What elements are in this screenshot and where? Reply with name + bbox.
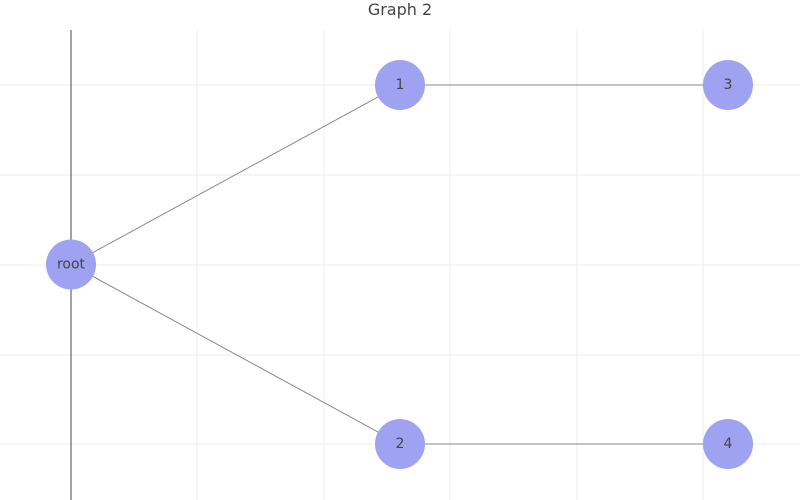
- node-circle[interactable]: [46, 239, 96, 290]
- node-root[interactable]: root: [46, 239, 96, 290]
- graph-nodes: root 1 2 3 4: [46, 60, 753, 469]
- graph-edges: [70, 84, 728, 445]
- node-2[interactable]: 2: [375, 419, 425, 469]
- node-circle[interactable]: [375, 60, 425, 110]
- graph-title: Graph 2: [367, 0, 433, 19]
- node-label: 4: [724, 436, 733, 452]
- node-4[interactable]: 4: [703, 419, 753, 469]
- node-circle[interactable]: [375, 419, 425, 469]
- node-label: 3: [724, 77, 733, 93]
- node-label: 2: [396, 436, 405, 452]
- node-circle[interactable]: [703, 60, 753, 110]
- edge-root-1: [70, 84, 401, 265]
- edge-root-2: [70, 264, 401, 445]
- node-3[interactable]: 3: [703, 60, 753, 110]
- node-label: 1: [396, 77, 405, 93]
- node-label: root: [57, 257, 86, 273]
- node-circle[interactable]: [703, 419, 753, 469]
- node-1[interactable]: 1: [375, 60, 425, 110]
